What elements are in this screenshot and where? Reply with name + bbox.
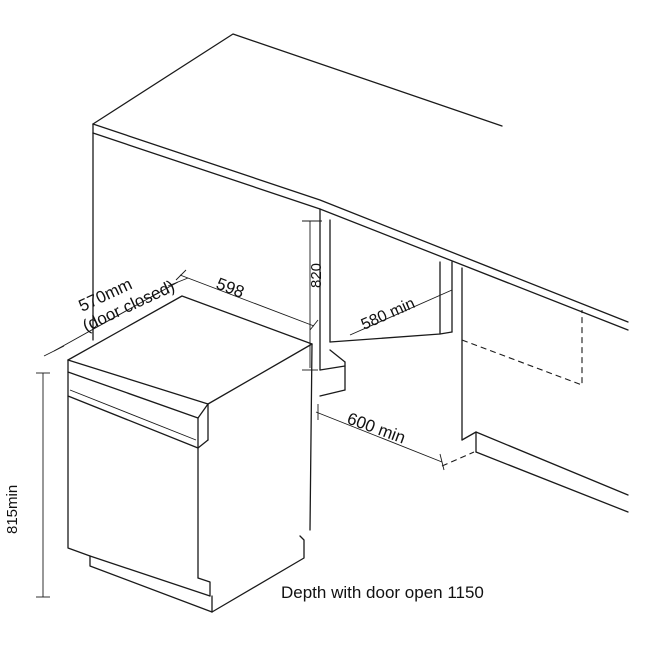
label-600-min: 600 min: [345, 409, 408, 448]
dimension-600: [315, 404, 445, 471]
dishwasher-unit: [67, 295, 313, 613]
label-815min: 815min: [4, 485, 21, 534]
cavity-back-wall: [319, 219, 453, 397]
label-820: 820: [308, 263, 325, 288]
label-580-min: 580 min: [359, 295, 418, 334]
dimension-598: [175, 269, 319, 331]
dimension-580: [349, 289, 453, 336]
dimension-570: [43, 277, 189, 357]
right-cabinet: [451, 261, 629, 513]
left-cabinet: [92, 132, 321, 371]
dashed-cavity-outline: [441, 310, 583, 467]
label-598: 598: [214, 274, 247, 302]
dimension-820: [302, 220, 322, 371]
label-depth-door-open: Depth with door open 1150: [281, 583, 484, 602]
dimension-815: [36, 372, 50, 598]
